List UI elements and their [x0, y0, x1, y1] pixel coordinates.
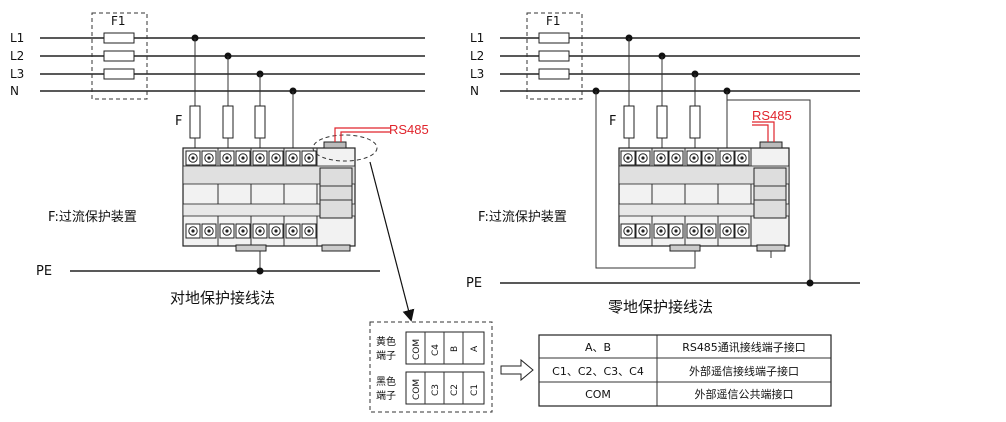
yellow-com: COM — [412, 339, 422, 360]
right-fuse-f1 — [623, 105, 635, 139]
yellow-b: B — [450, 346, 460, 352]
line-label-n: N — [10, 84, 19, 98]
right-line-label-l3: L3 — [470, 67, 484, 81]
black-label-1: 黑色 — [376, 375, 396, 388]
table-row-3-col-1: COM — [585, 388, 611, 401]
fuse-l1 — [103, 32, 135, 44]
right-fuse-f3 — [689, 105, 701, 139]
fuse-box-label: F1 — [111, 14, 126, 28]
table-row-2-col-1: C1、C2、C3、C4 — [552, 365, 644, 378]
black-c3: C3 — [431, 384, 441, 396]
yellow-c4: C4 — [431, 344, 441, 356]
right-line-label-l2: L2 — [470, 49, 484, 63]
right-fuse-l3 — [538, 68, 570, 80]
left-caption: 对地保护接线法 — [170, 289, 275, 307]
right-diagram: L1 L2 L3 N F1 F — [466, 12, 860, 316]
terminal-detail: 黄色 端子 黑色 端子 COM C4 B A COM C3 C2 C1 — [369, 321, 493, 413]
right-spd-module — [618, 141, 790, 252]
fuse-f3 — [254, 105, 266, 139]
table-row-2-col-2: 外部遥信接线端子接口 — [689, 364, 799, 378]
line-label-l1: L1 — [10, 31, 24, 45]
table-row-1-col-2: RS485通讯接线端子接口 — [682, 340, 806, 354]
right-caption: 零地保护接线法 — [608, 298, 713, 316]
right-fuse-box-f1 — [526, 12, 583, 100]
fuse-l2 — [103, 50, 135, 62]
black-label-2: 端子 — [376, 389, 396, 402]
overcurrent-note: F:过流保护装置 — [48, 210, 137, 225]
black-com: COM — [412, 379, 422, 400]
yellow-label-1: 黄色 — [376, 335, 396, 348]
right-overcurrent-note: F:过流保护装置 — [478, 210, 567, 225]
yellow-label-2: 端子 — [376, 349, 396, 362]
fuse-f1 — [189, 105, 201, 139]
pe-label: PE — [36, 264, 52, 279]
hollow-arrow — [500, 358, 534, 382]
right-fuse-f2 — [656, 105, 668, 139]
right-rs485-label: RS485 — [752, 108, 792, 123]
right-fuse-l1 — [538, 32, 570, 44]
line-label-l2: L2 — [10, 49, 24, 63]
fuse-l3 — [103, 68, 135, 80]
fuse-label-f: F — [175, 114, 182, 129]
fuse-f2 — [222, 105, 234, 139]
yellow-a: A — [470, 345, 480, 352]
right-line-label-l1: L1 — [470, 31, 484, 45]
right-fuse-l2 — [538, 50, 570, 62]
terminal-detail-box — [369, 321, 493, 413]
spd-module — [182, 141, 356, 252]
right-fuse-box-label: F1 — [546, 14, 561, 28]
table-row-1-col-1: A、B — [585, 341, 611, 354]
black-c2: C2 — [450, 384, 460, 396]
rs485-label: RS485 — [389, 122, 429, 137]
left-diagram: L1 L2 L3 N F1 F — [10, 12, 429, 322]
rs485-highlight — [312, 134, 378, 162]
right-pe-label: PE — [466, 276, 482, 291]
fuse-box-f1 — [91, 12, 148, 100]
terminal-table: A、B RS485通讯接线端子接口 C1、C2、C3、C4 外部遥信接线端子接口… — [538, 334, 832, 407]
right-line-label-n: N — [470, 84, 479, 98]
table-row-3-col-2: 外部遥信公共端接口 — [695, 387, 794, 401]
right-fuse-label-f: F — [609, 114, 616, 129]
line-label-l3: L3 — [10, 67, 24, 81]
black-c1: C1 — [470, 384, 480, 396]
